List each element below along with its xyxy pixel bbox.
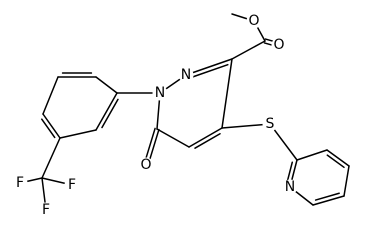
sulfur-label: S — [266, 116, 275, 132]
bond-py6-py5 — [312, 195, 345, 206]
bond-py3-py2 — [296, 149, 328, 161]
bond-py5-py4 — [343, 165, 350, 197]
bond-py2-n-inner — [286, 161, 294, 184]
bond-c6-c5 — [156, 128, 190, 148]
atom-label-background — [262, 116, 278, 132]
bond-c3-n2 — [185, 58, 233, 76]
fluorine-label: F — [16, 175, 24, 191]
ester-oxygen-label: O — [248, 13, 259, 29]
atom-label-background — [152, 85, 168, 101]
bond-c3-n2-inner — [192, 63, 229, 78]
bond-ph3-ph4-inner — [41, 118, 56, 139]
bond-ph3-ph4 — [42, 113, 61, 139]
ring-nitrogen-label: N — [155, 85, 165, 101]
fluorine-label: F — [42, 202, 50, 218]
pyridine-nitrogen-label: N — [285, 179, 295, 195]
bond-c5-c4-inner — [194, 132, 221, 149]
atom-label-background — [12, 175, 28, 191]
bond-ph4-ph5 — [42, 76, 59, 115]
atom-label-background — [138, 157, 154, 173]
atom-label-background — [271, 37, 287, 53]
atom-label-background — [38, 202, 54, 218]
ring-nitrogen-label: N — [181, 67, 191, 83]
bond-c5-c4 — [188, 127, 223, 148]
bond-ph2-ph3 — [59, 129, 97, 139]
atom-label-background — [178, 67, 194, 83]
keto-oxygen-label: O — [140, 157, 151, 173]
carbonyl-oxygen-label: O — [273, 37, 284, 53]
atom-label-background — [246, 13, 262, 29]
bond-carbonyl-c3 — [231, 40, 266, 60]
bond-c4-c3 — [221, 58, 233, 129]
bond-py6-py5-inner — [314, 192, 340, 201]
bond-ph1-ph2-inner — [101, 98, 119, 129]
bond-ph1-ph2 — [95, 92, 118, 131]
bond-py4-py3-inner — [326, 154, 345, 169]
bond-ph6-ph1 — [95, 76, 118, 94]
atom-label-background — [282, 179, 298, 195]
bond-ph3-cf3 — [41, 137, 61, 179]
bond-c4-sulfur — [221, 123, 271, 129]
atom-label-background — [64, 177, 80, 193]
bond-py4-py3 — [326, 149, 350, 167]
fluorine-label: F — [68, 177, 76, 193]
